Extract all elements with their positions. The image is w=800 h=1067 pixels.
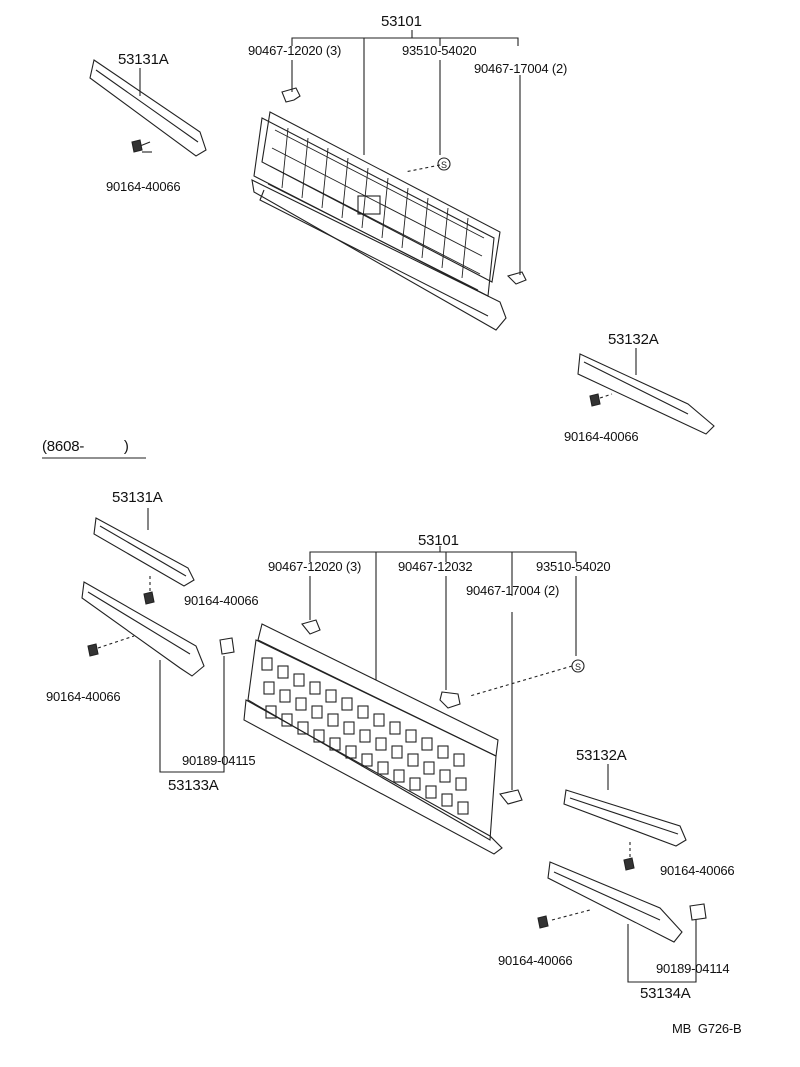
- upper-part-c-label: 90467-17004 (2): [474, 61, 568, 76]
- lower-right-screw-1-label: 90164-40066: [660, 863, 735, 878]
- lower-right-clip-label: 90189-04114: [656, 961, 730, 976]
- lower-part-b-label: 90467-12032: [398, 559, 473, 574]
- lower-left-moulding-label: 53131A: [112, 489, 163, 506]
- lower-left-clip-icon: [219, 637, 235, 655]
- lower-grille: [243, 623, 503, 855]
- lower-right-moulding-lower: [537, 861, 707, 983]
- upper-grille-emblem: [357, 195, 381, 215]
- lower-left-screw-2-label: 90164-40066: [46, 689, 121, 704]
- upper-left-screw-label: 90164-40066: [106, 179, 181, 194]
- upper-leader-lines: [291, 30, 521, 275]
- lower-grille-assembly-label: 53101: [418, 532, 459, 549]
- lower-clip-right-icon: [499, 789, 523, 805]
- lower-right-assembly-label: 53134A: [640, 985, 691, 1002]
- upper-part-b-label: 93510-54020: [402, 43, 477, 58]
- lower-right-moulding-label: 53132A: [576, 747, 627, 764]
- lower-left-assembly-label: 53133A: [168, 777, 219, 794]
- upper-right-moulding: [577, 348, 715, 435]
- lower-leader-lines: [309, 546, 577, 790]
- lower-part-c-label: 93510-54020: [536, 559, 611, 574]
- svg-text:S: S: [575, 662, 581, 672]
- upper-clip-right-icon: [506, 271, 527, 285]
- upper-nut-icon: [437, 157, 451, 171]
- lower-left-screw-1-label: 90164-40066: [184, 593, 259, 608]
- lower-left-clip-label: 90189-04115: [182, 753, 256, 768]
- upper-clip-icon: [281, 87, 301, 103]
- upper-grille-assembly-label: 53101: [381, 13, 422, 30]
- lower-grille-mesh: [261, 657, 469, 815]
- lower-part-a-label: 90467-12020 (3): [268, 559, 362, 574]
- lower-left-moulding-upper: [93, 508, 195, 605]
- upper-grille: [251, 111, 507, 331]
- upper-right-screw-label: 90164-40066: [564, 429, 639, 444]
- svg-text:S: S: [441, 160, 447, 170]
- upper-left-moulding-label: 53131A: [118, 51, 169, 68]
- lower-right-moulding-upper: [563, 764, 687, 871]
- upper-part-a-label: 90467-12020 (3): [248, 43, 342, 58]
- lower-right-clip-icon: [689, 903, 707, 921]
- upper-grille-mesh: [267, 127, 485, 291]
- footer-code: MB G726-B: [672, 1021, 742, 1036]
- lower-right-screw-2-label: 90164-40066: [498, 953, 573, 968]
- lower-s-nut-icon: [571, 659, 585, 673]
- upper-left-moulding: [89, 59, 207, 157]
- lower-clip-icon: [301, 619, 321, 635]
- lower-nut-icon: [439, 691, 461, 709]
- upper-right-moulding-label: 53132A: [608, 331, 659, 348]
- lower-left-moulding-lower: [81, 581, 235, 773]
- section-date-label: (8608- ): [42, 438, 129, 455]
- lower-part-d-label: 90467-17004 (2): [466, 583, 560, 598]
